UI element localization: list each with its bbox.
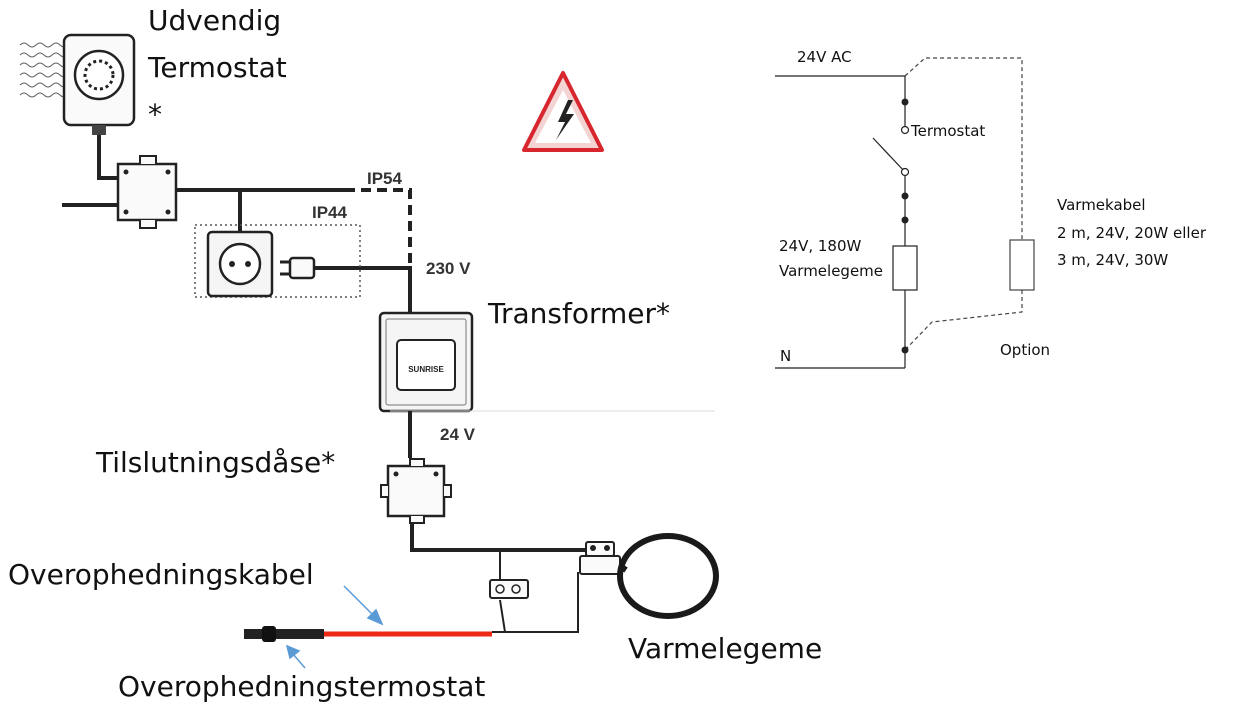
supply-label: 24V AC	[797, 48, 852, 66]
high-voltage-warning-icon	[522, 71, 604, 152]
schematic-nodes	[900, 98, 910, 354]
overheat-cable-label: Overophedningskabel	[8, 558, 314, 591]
heating-cable-title: Varmekabel	[1057, 196, 1146, 214]
transformer: SUNRISE	[378, 311, 715, 413]
outdoor-thermostat-star: *	[148, 98, 162, 131]
heater-cables	[410, 523, 590, 633]
neutral-label: N	[780, 347, 791, 365]
terminal-block	[489, 579, 529, 599]
transformer-label: Transformer*	[487, 297, 670, 330]
heater-element	[617, 533, 719, 619]
thermostat-dial	[73, 49, 125, 101]
transformer-brand: SUNRISE	[408, 365, 444, 374]
voltage-24-label: 24 V	[440, 425, 476, 444]
socket	[206, 230, 274, 298]
thermostat-knob	[83, 59, 115, 91]
plug	[280, 256, 316, 280]
heating-cable-option1: 2 m, 24V, 20W eller	[1057, 224, 1207, 242]
option-label: Option	[1000, 341, 1050, 359]
heater-label: Varmelegeme	[628, 632, 822, 665]
thermostat-label: Termostat	[910, 122, 985, 140]
ip54-label: IP54	[367, 169, 403, 188]
heater-connector	[579, 541, 621, 575]
ip44-label: IP44	[312, 203, 348, 222]
ip44-zone	[194, 224, 361, 298]
overheat-cable-arrow	[343, 585, 384, 626]
ip54-dashed-cable	[345, 188, 412, 268]
mains-junction-box	[116, 155, 178, 229]
outdoor-thermostat-label-line2: Termostat	[147, 51, 287, 84]
heater-name-label: Varmelegeme	[779, 262, 883, 280]
circuit-schematic	[775, 57, 1035, 369]
overheat-thermostat-arrow	[285, 644, 306, 669]
outdoor-thermostat-device	[19, 33, 136, 135]
heater-junction-box	[380, 458, 452, 524]
voltage-230-label: 230 V	[426, 259, 471, 278]
heater-rating-label: 24V, 180W	[779, 237, 862, 255]
overheat-thermostat-label: Overophedningstermostat	[118, 670, 485, 703]
overheat-thermostat-sensor	[244, 626, 324, 642]
heating-cable-option2: 3 m, 24V, 30W	[1057, 251, 1168, 269]
outdoor-thermostat-label-line1: Udvendig	[148, 4, 281, 37]
junction-box-label: Tilslutningsdåse*	[95, 446, 335, 479]
thermostat-gland	[92, 125, 106, 135]
